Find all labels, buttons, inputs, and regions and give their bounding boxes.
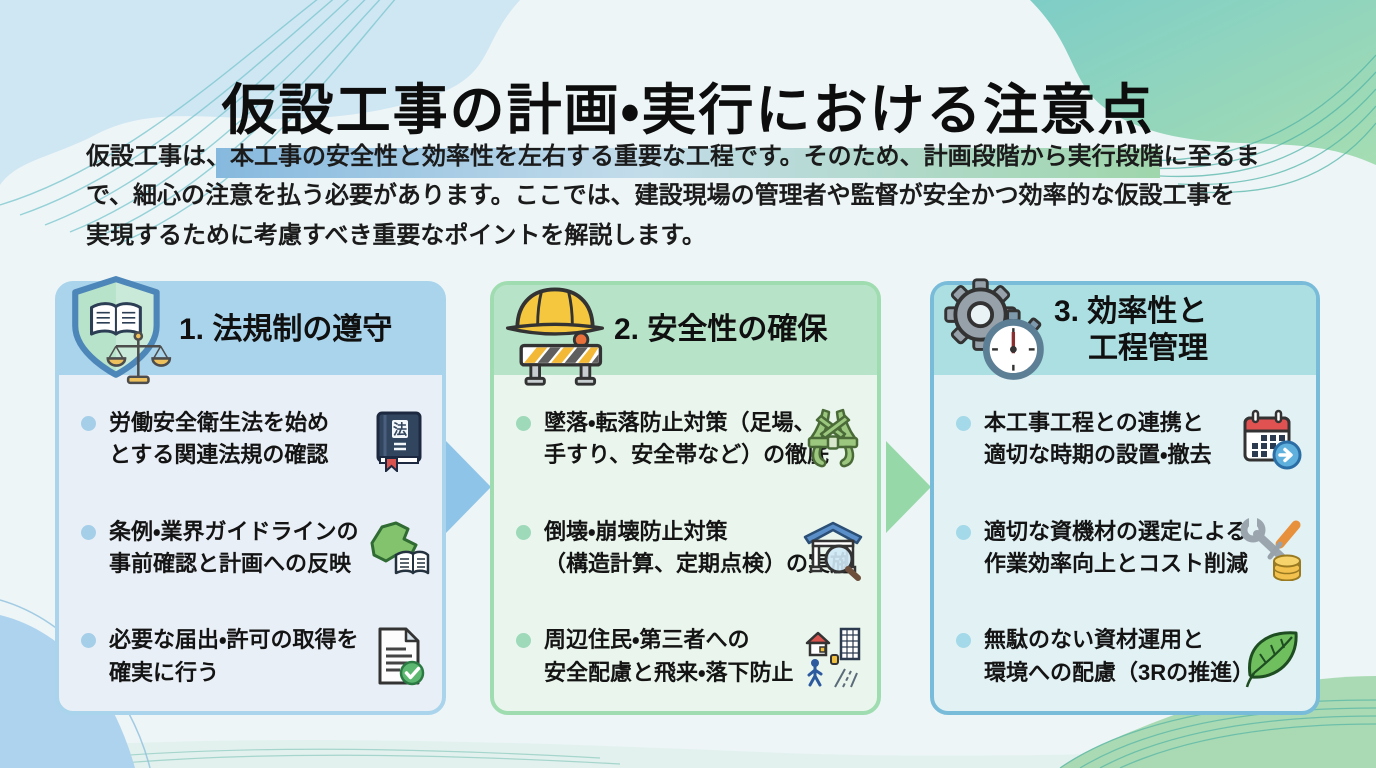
bullet-dot <box>81 416 96 431</box>
law-book-icon: 法 <box>366 408 430 472</box>
bullet-text: 本工事工程との連携と 適切な時期の設置・撤去 <box>984 410 1212 468</box>
bullet-text: 倒壊・崩壊防止対策 （構造計算、定期点検）の実施 <box>544 518 853 576</box>
list-item: 墜落・転落防止対策（足場、 手すり、安全帯など）の徹底 <box>516 407 863 472</box>
intro-line: 実現するために考慮すべき重要なポイントを解説します。 <box>86 221 706 249</box>
bullet-dot <box>516 416 531 431</box>
flow-arrow-right-icon <box>886 441 931 533</box>
gear-stopwatch-icon <box>938 273 1052 391</box>
bullet-text: 周辺住民・第三者への 安全配慮と飛来・落下防止 <box>544 627 794 685</box>
helmet-barrier-icon <box>498 273 612 391</box>
intro-line: で、細心の注意を払う必要があります。ここでは、建設現場の管理者や監督が安全かつ効… <box>86 182 1235 210</box>
safety-harness-icon <box>801 408 865 472</box>
list-item: 労働安全衛生法を始め とする関連法規の確認 法 <box>81 407 428 472</box>
bullet-dot <box>956 524 971 540</box>
list-item: 本工事工程との連携と 適切な時期の設置・撤去 <box>956 407 1302 472</box>
card-body: 労働安全衛生法を始め とする関連法規の確認 法 <box>59 375 442 689</box>
card-body: 墜落・転落防止対策（足場、 手すり、安全帯など）の徹底 <box>494 375 877 689</box>
bullet-dot <box>516 524 531 540</box>
card-header: 3. 効率性と 工程管理 <box>934 278 1316 380</box>
card-title: 2. 安全性の確保 <box>614 313 828 347</box>
svg-text:法: 法 <box>393 422 407 438</box>
list-item: 適切な資機材の選定による 作業効率向上とコスト削減 <box>956 516 1302 581</box>
flow-arrow-right-icon <box>446 441 491 533</box>
bullet-text: 必要な届出・許可の取得を 確実に行う <box>109 627 359 685</box>
list-item: 倒壊・崩壊防止対策 （構造計算、定期点検）の実施 <box>516 516 863 581</box>
intro-line: 仮設工事は、本工事の安全性と効率性を左右する重要な工程です。そのため、計画段階か… <box>86 143 1260 170</box>
card-header: 2. 安全性の確保 <box>494 285 877 386</box>
bullet-text: 労働安全衛生法を始め とする関連法規の確認 <box>109 410 330 468</box>
bullet-dot <box>516 633 531 649</box>
neighborhood-protection-icon <box>801 625 865 689</box>
bullet-dot <box>81 633 96 649</box>
card-legal-compliance: 1. 法規制の遵守 労働安全衛生法を始め とする関連法規の確認 <box>55 276 446 715</box>
shield-law-icon <box>63 273 177 391</box>
list-item: 条例・業界ガイドラインの 事前確認と計画への反映 <box>81 516 430 581</box>
structure-inspection-icon <box>801 517 865 581</box>
document-check-icon <box>366 625 430 689</box>
bullet-dot <box>81 524 96 540</box>
card-safety: 2. 安全性の確保 墜落・転落防止対策（足場、 手すり、安全帯など）の徹底 <box>490 281 881 715</box>
list-item: 無駄のない資材運用と 環境への配慮（3Rの推進） <box>956 624 1302 689</box>
bullet-text: 墜落・転落防止対策（足場、 手すり、安全帯など）の徹底 <box>544 410 830 468</box>
card-title: 1. 法規制の遵守 <box>179 313 393 347</box>
intro-paragraph: 仮設工事は、本工事の安全性と効率性を左右する重要な工程です。そのため、計画段階か… <box>86 137 1306 255</box>
bullet-dot <box>956 633 971 649</box>
list-item: 必要な届出・許可の取得を 確実に行う <box>81 624 428 689</box>
page-title: 仮設工事の計画・実行における注意点 <box>221 78 1155 141</box>
tools-cost-icon <box>1240 516 1304 581</box>
bullet-text: 条例・業界ガイドラインの 事前確認と計画への反映 <box>109 518 359 576</box>
card-title: 3. 効率性と 工程管理 <box>1054 294 1208 366</box>
page-header: 仮設工事の計画・実行における注意点 <box>0 40 1376 180</box>
title-highlight <box>215 147 1161 178</box>
eco-leaf-icon <box>1240 625 1304 689</box>
card-header: 1. 法規制の遵守 <box>59 276 442 385</box>
card-body: 本工事工程との連携と 適切な時期の設置・撤去 <box>934 375 1316 689</box>
list-item: 周辺住民・第三者への 安全配慮と飛来・落下防止 <box>516 624 863 689</box>
card-efficiency: 3. 効率性と 工程管理 本工事工程との連携と 適切な時期の設置・撤去 <box>930 278 1320 715</box>
bullet-text: 適切な資機材の選定による 作業効率向上とコスト削減 <box>984 518 1249 576</box>
calendar-schedule-icon <box>1240 408 1304 472</box>
bullet-dot <box>956 416 971 431</box>
map-guidelines-icon <box>366 517 430 581</box>
bullet-text: 無駄のない資材運用と 環境への配慮（3Rの推進） <box>984 627 1255 685</box>
